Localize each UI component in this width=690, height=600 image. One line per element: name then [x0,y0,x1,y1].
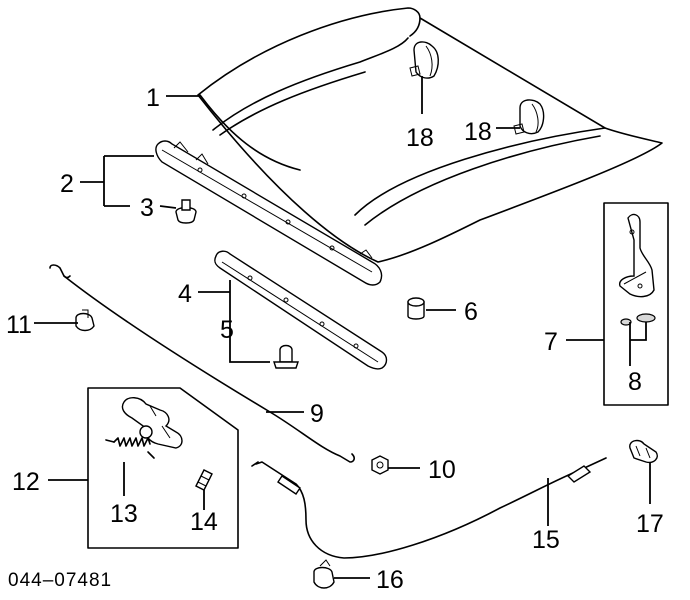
callout-3: 3 [140,194,154,222]
callout-10: 10 [428,456,456,484]
rear-seal-clip [273,344,299,369]
callout-9: 9 [310,400,324,428]
cable-holder [629,439,658,464]
callout-13: 13 [110,500,138,528]
leader-lines [34,76,651,579]
hood-support-rod [49,264,355,463]
hood-cushion [407,297,425,320]
release-cable [251,457,607,559]
hood-bumper-lower [513,99,545,135]
cable-nut [371,455,389,475]
cable-clip [313,559,335,589]
callout-18-upper: 18 [406,124,434,152]
callout-5: 5 [220,316,234,344]
callout-2: 2 [60,170,74,198]
callout-12: 12 [12,468,40,496]
callout-16: 16 [376,566,404,594]
lock-pin [195,469,213,491]
lock-spring [105,437,155,459]
callout-8: 8 [628,368,642,396]
diagram-code: 044–07481 [8,570,112,591]
callout-1: 1 [146,84,160,112]
lock-assembly-box [87,387,239,549]
callout-7: 7 [544,328,558,356]
callout-15: 15 [532,526,560,554]
hinge-box [603,202,669,406]
seal-clip [175,199,197,224]
hood-bumper-upper [409,41,439,79]
callout-17: 17 [636,510,664,538]
hood-panel [197,7,663,263]
callout-6: 6 [464,298,478,326]
callout-11: 11 [6,311,32,339]
callout-labels: 1 2 3 4 5 6 7 8 9 10 11 12 13 14 15 16 1… [6,84,664,594]
callout-4: 4 [178,280,192,308]
rear-seal-strip [214,250,388,370]
callout-18-lower: 18 [464,118,492,146]
front-seal-strip [155,140,383,286]
callout-14: 14 [190,508,218,536]
rod-grommet [75,309,95,332]
